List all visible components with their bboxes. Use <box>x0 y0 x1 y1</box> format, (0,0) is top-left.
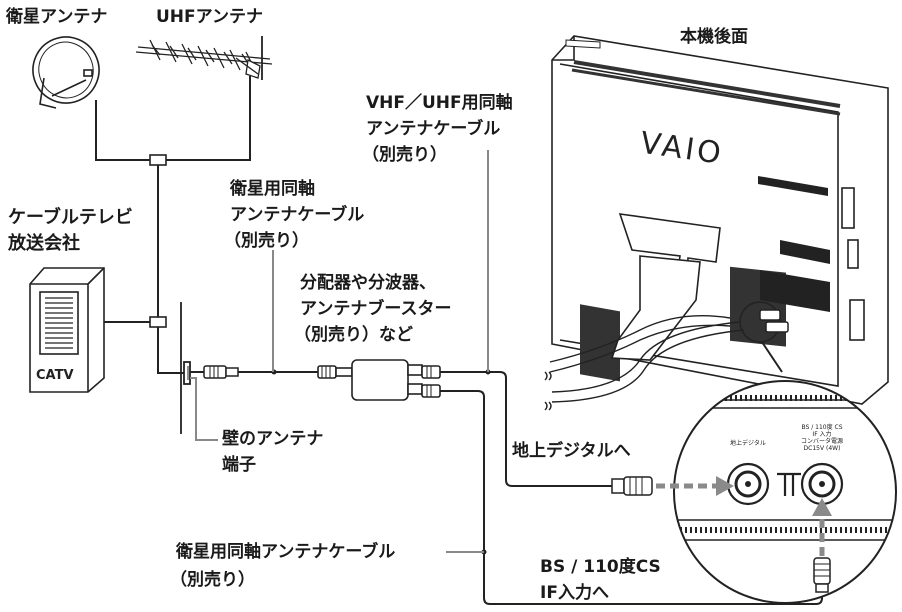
satellite-cable-top-label-2: アンテナケーブル <box>230 205 365 225</box>
rear-view-label: 本機後面 <box>680 27 748 47</box>
coax-plug-icon <box>203 365 239 379</box>
bs-plug-icon <box>813 557 831 593</box>
wall-terminal-label-1: 壁のアンテナ <box>222 429 324 449</box>
arrow-to-terrestrial <box>656 476 734 496</box>
terrestrial-plug-icon <box>611 476 653 496</box>
computer-rear-icon <box>551 35 889 405</box>
terrestrial-port-label: 地上デジタル <box>730 440 766 447</box>
satellite-antenna-label: 衛星アンテナ <box>6 7 108 27</box>
to-bs-label-2: IF入力へ <box>540 583 609 603</box>
vhf-uhf-cable-label-1: VHF／UHF用同軸 <box>366 93 513 113</box>
satellite-cable-top-label-1: 衛星用同軸 <box>230 179 315 199</box>
bs-port-label-2: IF 入力 <box>812 431 832 438</box>
connector-panel-zoom <box>673 380 897 604</box>
vhf-uhf-cable-label-2: アンテナケーブル <box>366 119 501 139</box>
catv-building-icon <box>29 267 105 393</box>
vhf-uhf-cable-label-3: （別売り） <box>362 145 447 165</box>
uhf-antenna-icon <box>135 36 273 80</box>
bs-port-label-4: DC15V (4W) <box>803 445 841 452</box>
wall-terminal-icon <box>180 302 191 434</box>
uhf-antenna-label: UHFアンテナ <box>156 7 263 27</box>
splitter-label-2: アンテナブースター <box>300 299 452 319</box>
catv-label: CATV <box>36 368 74 383</box>
arrow-to-bs <box>812 498 832 556</box>
bs-port-label-3: コンバータ電源 <box>800 438 843 445</box>
satellite-cable-bottom-label-2: （別売り） <box>170 570 255 590</box>
wall-terminal-label-2: 端子 <box>222 455 256 475</box>
splitter-label-1: 分配器や分波器、 <box>300 273 436 293</box>
satellite-cable-bottom-label-1: 衛星用同軸アンテナケーブル <box>176 542 396 562</box>
splitter-icon <box>317 359 441 401</box>
to-terrestrial-label: 地上デジタルへ <box>512 441 631 461</box>
satellite-dish-icon <box>32 36 100 109</box>
bs-port-label-1: BS / 110度 CS <box>801 424 843 431</box>
splitter-label-3: （別売り）など <box>294 325 413 345</box>
cable-tv-company-label-2: 放送会社 <box>8 233 80 254</box>
satellite-cable-top-label-3: （別売り） <box>224 231 309 251</box>
cable-tv-company-label-1: ケーブルテレビ <box>8 207 133 228</box>
to-bs-label-1: BS / 110度CS <box>540 557 661 577</box>
